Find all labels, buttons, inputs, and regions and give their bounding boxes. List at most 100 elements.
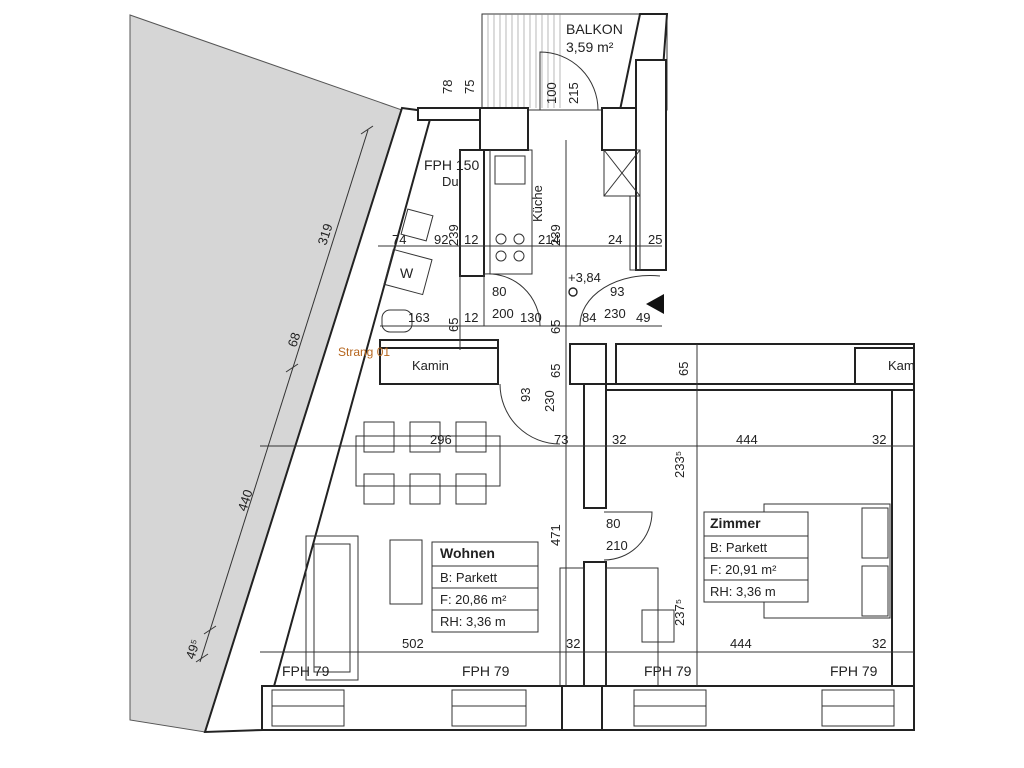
wall-kitchen-top xyxy=(479,107,529,151)
dim-93a: 93 xyxy=(610,284,624,299)
label-w: W xyxy=(400,265,414,281)
kitchen-counter xyxy=(489,149,533,275)
wall-bath-kitchen xyxy=(459,149,485,277)
fridge-x xyxy=(603,149,641,197)
kamin-right xyxy=(854,347,915,385)
balcony-hatch xyxy=(487,14,561,108)
fph79-b: FPH 79 xyxy=(462,663,510,679)
dim-65a: 65 xyxy=(446,318,461,332)
label-fph150: FPH 150 xyxy=(424,157,479,173)
washing-machine xyxy=(383,248,433,296)
zimmer-info-box xyxy=(703,511,809,603)
sofa xyxy=(305,535,359,681)
wall-zimmer-top xyxy=(605,383,915,391)
zimmer-floor: B: Parkett xyxy=(710,540,767,555)
wall-top-bath xyxy=(417,107,487,121)
dim-80a: 80 xyxy=(492,284,506,299)
dim-65b: 65 xyxy=(548,320,563,334)
dim-25: 25 xyxy=(648,232,662,247)
entrance-arrow xyxy=(646,294,664,314)
zimmer-area: F: 20,91 m² xyxy=(710,562,777,577)
dim-444a: 444 xyxy=(736,432,758,447)
dim-84: 84 xyxy=(582,310,596,325)
dim-2335: 233⁵ xyxy=(672,451,687,478)
zimmer-name: Zimmer xyxy=(710,515,761,531)
zimmer-height: RH: 3,36 m xyxy=(710,584,776,599)
wall-partition-lower xyxy=(583,561,607,687)
pillow-bottom xyxy=(861,565,889,617)
dim-75: 75 xyxy=(462,80,477,94)
tick xyxy=(360,125,374,135)
toilet xyxy=(381,309,413,333)
label-kueche: Küche xyxy=(530,185,545,222)
wohnen-floor: B: Parkett xyxy=(440,570,497,585)
dim-239a: 239 xyxy=(446,224,461,246)
balcony-door-swing xyxy=(539,51,599,111)
balcony-name: BALKON xyxy=(566,21,623,37)
dim-32a: 32 xyxy=(612,432,626,447)
dim-74: 74 xyxy=(392,232,406,247)
label-kamin: Kamin xyxy=(412,358,449,373)
dim-444b: 444 xyxy=(730,636,752,651)
wohnen-area: F: 20,86 m² xyxy=(440,592,507,607)
living-door-swing xyxy=(499,383,561,445)
fph79-a: FPH 79 xyxy=(282,663,330,679)
dim-230a: 230 xyxy=(604,306,626,321)
sofa-seat xyxy=(313,543,351,673)
dim-130: 130 xyxy=(520,310,542,325)
dim-502: 502 xyxy=(402,636,424,651)
fph79-d: FPH 79 xyxy=(830,663,878,679)
dim-319: 319 xyxy=(315,222,336,247)
label-strang: Strang 01 xyxy=(338,345,390,359)
wall-mid-center xyxy=(569,343,607,385)
dim-32b: 32 xyxy=(872,432,886,447)
kitchen-door-swing xyxy=(483,273,541,327)
dim-215: 215 xyxy=(566,82,581,104)
pillar-bottom xyxy=(561,685,603,731)
dim-93b: 93 xyxy=(518,388,533,402)
dim-73: 73 xyxy=(554,432,568,447)
label-du: Du xyxy=(442,174,459,189)
stove xyxy=(495,233,525,262)
dim-495: 49⁵ xyxy=(183,637,203,661)
washbasin xyxy=(400,208,434,242)
wall-right-zimmer xyxy=(891,389,915,687)
dim-163: 163 xyxy=(408,310,430,325)
wardrobe xyxy=(559,567,585,687)
wall-mid-left xyxy=(379,339,499,349)
dim-65d: 65 xyxy=(676,362,691,376)
dim-78: 78 xyxy=(440,80,455,94)
dim-32d: 32 xyxy=(872,636,886,651)
level-marker xyxy=(568,287,578,297)
wohnen-height: RH: 3,36 m xyxy=(440,614,506,629)
dining-table xyxy=(355,435,501,487)
dim-210: 210 xyxy=(606,538,628,553)
wall-right-upper xyxy=(635,59,667,271)
windows-bottom xyxy=(271,689,895,727)
dim-230b: 230 xyxy=(542,390,557,412)
entry-door-swing xyxy=(579,275,661,327)
dim-214: 214 xyxy=(538,232,560,247)
lower-door-swing xyxy=(603,511,653,561)
tick xyxy=(195,653,209,663)
pillow-top xyxy=(861,507,889,559)
dim-92: 92 xyxy=(434,232,448,247)
wohnen-name: Wohnen xyxy=(440,545,495,561)
kitchen-sink xyxy=(494,155,526,185)
dim-80b: 80 xyxy=(606,516,620,531)
dim-68: 68 xyxy=(285,331,304,349)
dim-24: 24 xyxy=(608,232,622,247)
wohnen-info-box xyxy=(431,541,539,633)
dim-49: 49 xyxy=(636,310,650,325)
balcony-area: 3,59 m² xyxy=(566,39,614,55)
dim-100: 100 xyxy=(544,82,559,104)
coffee-table xyxy=(389,539,423,605)
cabinet-right xyxy=(629,195,641,271)
dim-239b: 239 xyxy=(548,224,563,246)
diagonal-dim-line xyxy=(199,129,369,663)
tick xyxy=(285,363,299,373)
dim-65c: 65 xyxy=(548,364,563,378)
dim-440: 440 xyxy=(235,488,256,513)
dim-471: 471 xyxy=(548,524,563,546)
